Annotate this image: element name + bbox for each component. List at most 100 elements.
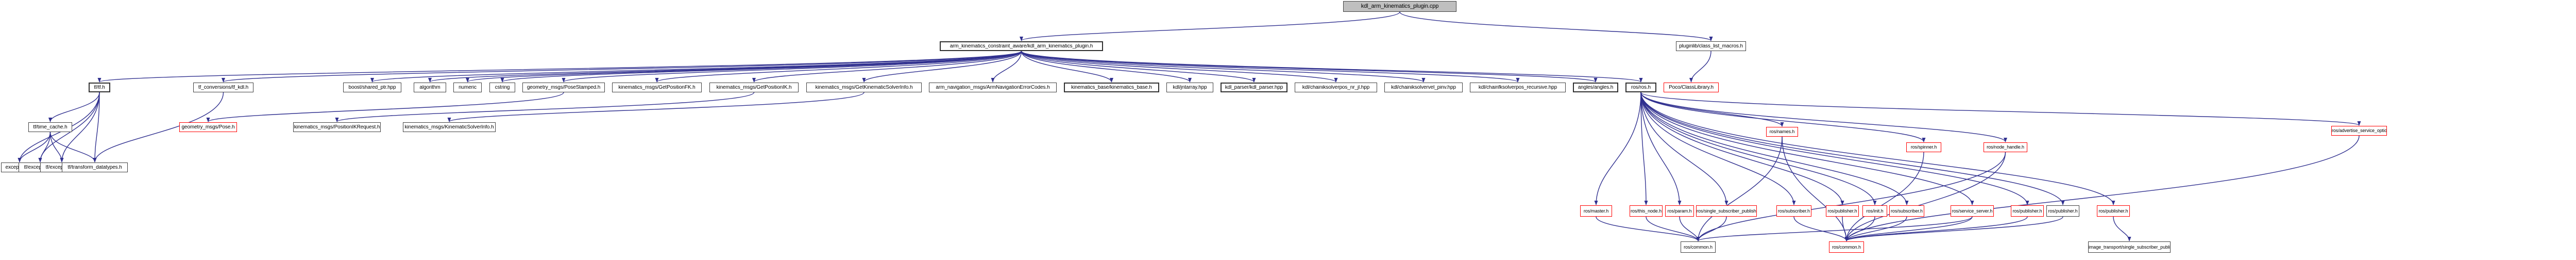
graph-edge — [1842, 216, 1849, 241]
graph-node[interactable]: tf/transform_datatypes.h — [62, 163, 128, 172]
graph-edge — [1696, 152, 2006, 241]
graph-node[interactable]: ros/node_handle.h — [1984, 142, 2027, 152]
graph-node[interactable]: kinematics_msgs/KinematicSolverInfo.h — [403, 122, 496, 132]
graph-node[interactable]: geometry_msgs/Pose.h — [179, 122, 237, 132]
graph-edge — [1399, 11, 1713, 41]
graph-node[interactable]: ros/ros.h — [1625, 83, 1656, 92]
graph-edge — [1021, 51, 1256, 83]
graph-node[interactable]: ros/subscriber.h — [1889, 205, 1924, 217]
graph-edge — [1596, 216, 1700, 241]
graph-node[interactable]: kinematics_base/kinematics_base.h — [1064, 83, 1159, 92]
graph-edge — [1021, 51, 1520, 83]
graph-edge — [49, 132, 64, 163]
graph-node-label: kdl/jntarray.hpp — [1173, 85, 1207, 90]
graph-node-label: tf/transform_datatypes.h — [67, 165, 122, 170]
graph-node[interactable]: ros/publisher.h — [2046, 205, 2079, 217]
graph-node[interactable]: boost/shared_ptr.hpp — [343, 83, 401, 92]
graph-node-label: ros/service_server.h — [1952, 208, 1993, 214]
graph-node[interactable]: kinematics_msgs/GetKinematicSolverInfo.h — [806, 83, 922, 92]
graph-node-label: kinematics_msgs/GetPositionIK.h — [716, 85, 792, 90]
graph-edge — [93, 92, 100, 163]
graph-node[interactable]: pluginlib/class_list_macros.h — [1676, 41, 1746, 51]
graph-node-label: ros/names.h — [1769, 129, 1795, 134]
graph-edge — [991, 51, 1022, 83]
graph-node[interactable]: kdl_arm_kinematics_plugin.cpp — [1343, 1, 1456, 12]
graph-node[interactable]: image_transport/single_subscriber_publis… — [2088, 241, 2171, 253]
graph-node[interactable]: ros/common.h — [1681, 241, 1716, 253]
graph-node[interactable]: ros/spinner.h — [1906, 142, 1941, 152]
graph-node-label: ros/publisher.h — [2012, 208, 2042, 214]
graph-edge — [466, 51, 1022, 83]
graph-node-label: arm_kinematics_constraint_aware/kdl_arm_… — [950, 43, 1093, 49]
graph-node-label: tf_conversions/tf_kdl.h — [198, 85, 249, 90]
graph-node-label: ros/publisher.h — [2048, 208, 2078, 214]
graph-node-label: image_transport/single_subscriber_publis… — [2089, 245, 2170, 250]
graph-node[interactable]: ros/publisher.h — [2097, 205, 2130, 217]
graph-node[interactable]: ros/common.h — [1829, 241, 1864, 253]
graph-node[interactable]: tf_conversions/tf_kdl.h — [193, 83, 253, 92]
graph-node[interactable]: angles/angles.h — [1573, 83, 1618, 92]
graph-edge — [1679, 216, 1700, 241]
graph-node[interactable]: Poco/ClassLibrary.h — [1664, 83, 1719, 92]
graph-node[interactable]: ros/names.h — [1766, 127, 1798, 137]
graph-node[interactable]: ros/master.h — [1580, 205, 1612, 217]
graph-edge — [655, 51, 1022, 83]
graph-node-label: pluginlib/class_list_macros.h — [1679, 43, 1743, 49]
graph-node[interactable]: kdl/chainiksolvervel_pinv.hpp — [1384, 83, 1463, 92]
graph-node[interactable]: kdl/chainiksolverpos_nr_jl.hpp — [1295, 83, 1377, 92]
graph-edge — [1640, 92, 1909, 205]
graph-edge — [1696, 216, 1973, 241]
graph-node-label: ros/master.h — [1583, 208, 1609, 214]
graph-node-label: kdl/chainfksolverpos_recursive.hpp — [1478, 85, 1557, 90]
graph-edge — [1594, 92, 1641, 205]
graph-edge — [1640, 92, 1844, 205]
graph-edge — [1844, 216, 1907, 241]
graph-node[interactable]: tf/tf.h — [89, 83, 110, 92]
graph-node-label: ros/this_node.h — [1630, 208, 1662, 214]
graph-edge — [1640, 92, 2029, 205]
graph-node[interactable]: numeric — [453, 83, 482, 92]
graph-edge — [1640, 92, 1682, 205]
graph-node[interactable]: algorithm — [414, 83, 446, 92]
graph-node[interactable]: kinematics_msgs/PositionIKRequest.h — [293, 122, 381, 132]
graph-node-label: kinematics_msgs/GetPositionFK.h — [618, 85, 696, 90]
graph-node[interactable]: kinematics_msgs/GetPositionFK.h — [612, 83, 702, 92]
graph-edge — [862, 51, 1022, 83]
graph-node-label: geometry_msgs/Pose.h — [181, 124, 235, 130]
graph-node[interactable]: kdl/jntarray.hpp — [1166, 83, 1213, 92]
graph-node[interactable]: kdl_parser/kdl_parser.hpp — [1221, 83, 1287, 92]
graph-node-label: kdl_arm_kinematics_plugin.cpp — [1361, 4, 1439, 9]
graph-node-label: ros/common.h — [1832, 245, 1861, 250]
graph-edge — [1689, 51, 1711, 83]
graph-node-label: numeric — [459, 85, 477, 90]
graph-node[interactable]: ros/param.h — [1665, 205, 1694, 217]
graph-node-label: ros/single_subscriber_publisher.h — [1697, 208, 1756, 214]
graph-edge — [335, 92, 755, 122]
graph-edge — [1640, 92, 1648, 205]
graph-node-label: tf/time_cache.h — [33, 124, 67, 130]
graph-node[interactable]: ros/single_subscriber_publisher.h — [1696, 205, 1757, 217]
graph-node-label: geometry_msgs/PoseStamped.h — [527, 85, 601, 90]
graph-node[interactable]: geometry_msgs/PoseStamped.h — [522, 83, 605, 92]
graph-node[interactable]: ros/publisher.h — [1826, 205, 1859, 217]
graph-node-label: tf/exceptions.h — [46, 165, 78, 170]
graph-node[interactable]: tf/time_cache.h — [28, 122, 72, 132]
graph-node[interactable]: ros/this_node.h — [1630, 205, 1663, 217]
graph-node[interactable]: kdl/chainfksolverpos_recursive.hpp — [1470, 83, 1566, 92]
graph-edge — [500, 51, 1022, 83]
graph-edge — [1640, 92, 1796, 205]
graph-edge — [1021, 51, 1643, 83]
graph-node[interactable]: arm_navigation_msgs/ArmNavigationErrorCo… — [929, 83, 1057, 92]
graph-node[interactable]: ros/init.h — [1862, 205, 1887, 217]
graph-node[interactable]: ros/subscriber.h — [1776, 205, 1811, 217]
graph-edge — [1640, 92, 1784, 127]
graph-node[interactable]: ros/advertise_service_options.h — [2331, 126, 2387, 136]
graph-edge — [428, 51, 1022, 83]
graph-node[interactable]: ros/service_server.h — [1951, 205, 1994, 217]
graph-node-label: ros/publisher.h — [1827, 208, 1857, 214]
graph-node[interactable]: arm_kinematics_constraint_aware/kdl_arm_… — [940, 41, 1103, 51]
graph-edge — [1021, 51, 1192, 83]
graph-node[interactable]: cstring — [489, 83, 515, 92]
graph-node[interactable]: kinematics_msgs/GetPositionIK.h — [709, 83, 799, 92]
graph-node[interactable]: ros/publisher.h — [2011, 205, 2044, 217]
